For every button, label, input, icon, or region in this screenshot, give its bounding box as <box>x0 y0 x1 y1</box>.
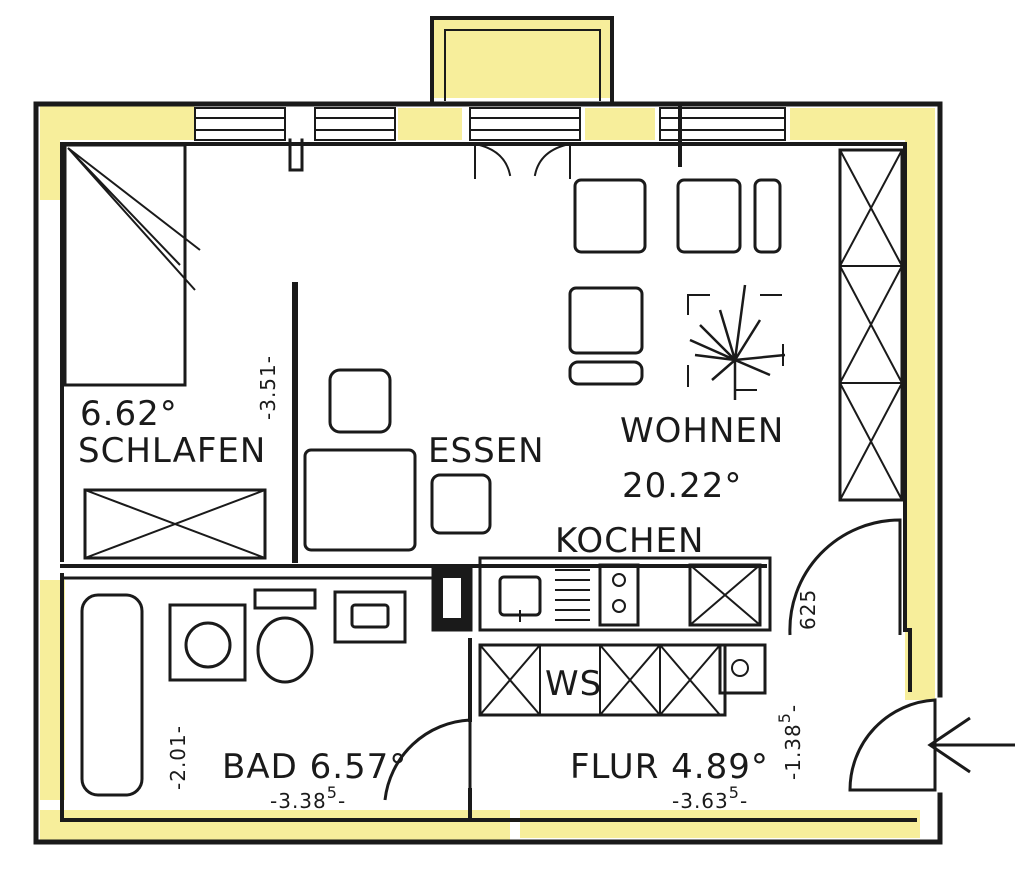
bad-label: BAD 6.57° <box>222 747 407 787</box>
wardrobe-wohnen-cross <box>839 149 903 501</box>
wohnen-label: WOHNEN <box>620 411 784 451</box>
seat-1 <box>573 178 647 254</box>
highlight-bottom-strip <box>40 810 510 840</box>
window-3 <box>469 107 581 141</box>
kochen-label: KOCHEN <box>555 521 704 561</box>
ws-closet <box>478 643 727 717</box>
dish-rack <box>555 569 590 621</box>
bad-height-dimension: -2.01- <box>166 725 190 790</box>
burner-1 <box>612 573 626 587</box>
balcony-inner <box>444 29 601 101</box>
top-windows <box>194 107 786 141</box>
furniture <box>63 143 937 801</box>
walls <box>33 16 943 845</box>
washing-machine-drum <box>184 621 232 669</box>
bathtub <box>80 593 144 797</box>
highlight-top-strip <box>40 106 195 200</box>
labels: 6.62° SCHLAFEN -3.51- ESSEN WOHNEN 20.22… <box>78 355 820 813</box>
inner-wall-right <box>903 142 912 692</box>
highlight-layer <box>40 18 935 840</box>
stove <box>598 563 640 627</box>
toilet-tank <box>253 588 317 610</box>
schlafen-label: SCHLAFEN <box>78 431 266 471</box>
highlight-right-wall <box>905 140 935 700</box>
balcony-door <box>473 142 572 179</box>
flur-width-dimension: -3.635- <box>672 783 748 813</box>
plant-icon <box>689 284 786 400</box>
bed-cover <box>67 147 201 291</box>
kitchen-cabinet-cross <box>689 564 761 626</box>
burner-2 <box>612 599 626 613</box>
highlight-top-right <box>790 108 935 140</box>
armchair <box>568 286 644 355</box>
kitchen-sink <box>498 575 542 617</box>
washing-machine <box>168 603 247 682</box>
bad-width-dimension: -3.385- <box>270 783 346 813</box>
balcony-outline <box>430 16 614 106</box>
highlight-bottom-right <box>520 810 920 838</box>
window-2 <box>314 107 396 141</box>
dining-table <box>303 448 417 552</box>
wohnen-area: 20.22° <box>622 466 742 506</box>
arrow-left-icon <box>927 716 1015 774</box>
ws-closet-cross <box>479 644 721 716</box>
door-entrance <box>848 698 937 792</box>
seat-2 <box>676 178 742 254</box>
essen-label: ESSEN <box>428 431 545 471</box>
kitchen-counter <box>478 556 772 632</box>
pillar-stub <box>288 138 304 172</box>
window-1 <box>194 107 286 141</box>
bathroom-sink-basin <box>350 603 390 629</box>
window-4 <box>659 107 786 141</box>
armchair-cushion <box>568 360 644 386</box>
flur-label: FLUR 4.89° <box>570 747 769 787</box>
wardrobe-schlafen <box>83 488 267 560</box>
door-width-label: 625 <box>796 589 820 630</box>
bathroom-sink <box>333 590 407 644</box>
door-wohnen <box>788 518 902 636</box>
wardrobe-schlafen-cross <box>84 489 266 559</box>
flur-height-dimension: -1.385- <box>775 704 805 780</box>
seat-3 <box>753 178 782 254</box>
highlight-top-mid <box>398 108 462 140</box>
chair-1 <box>328 368 392 434</box>
highlight-balcony <box>432 18 612 98</box>
schlafen-dimension: -3.51- <box>256 355 280 420</box>
toilet <box>256 616 314 684</box>
schlafen-area: 6.62° <box>80 394 178 434</box>
highlight-top-window <box>585 108 655 140</box>
meter <box>731 659 749 677</box>
kitchen-cabinet <box>688 563 762 627</box>
meter-box <box>718 643 767 695</box>
door-bad <box>383 718 472 801</box>
wardrobe-wohnen <box>838 148 904 502</box>
bed <box>63 143 187 387</box>
chair-2 <box>430 473 492 535</box>
ws-label: WS <box>545 664 602 704</box>
